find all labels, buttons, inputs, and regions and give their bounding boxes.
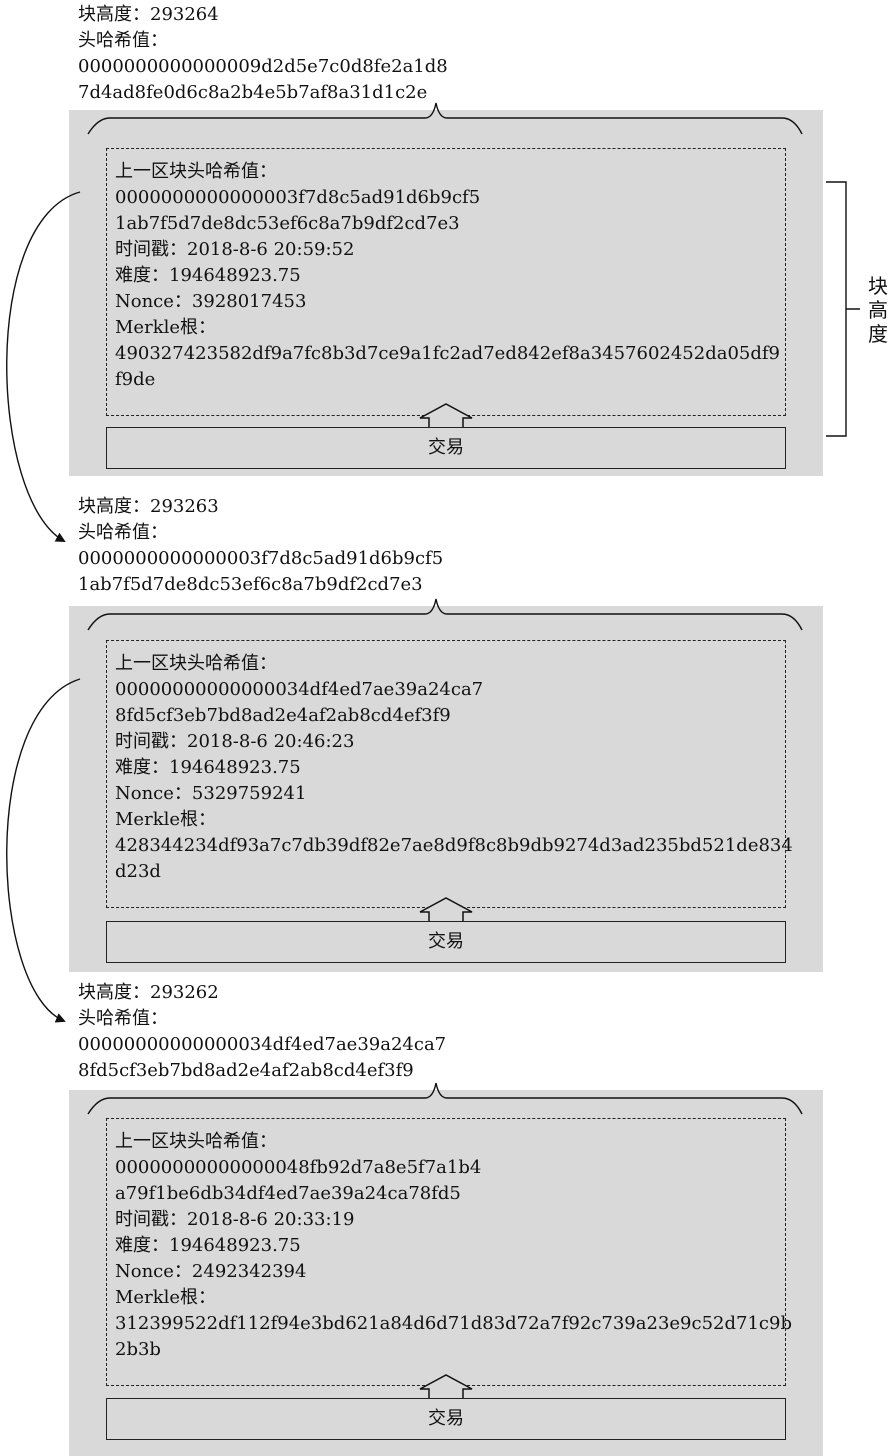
block-hash-line-2: 1ab7f5d7de8dc53ef6c8a7b9df2cd7e3 bbox=[78, 574, 423, 595]
block-3-info: 块高度：293262 头哈希值： 00000000000000034df4ed7… bbox=[78, 980, 678, 1084]
timestamp: 时间戳：2018-8-6 20:46:23 bbox=[115, 731, 355, 752]
merkle-line-1: 428344234df93a7c7db39df82e7ae8d9f8c8b9db… bbox=[115, 835, 793, 856]
transactions-label: 交易 bbox=[428, 1408, 464, 1429]
prev-hash-line-1: 0000000000000003f7d8c5ad91d6b9cf5 bbox=[115, 187, 481, 208]
timestamp: 时间戳：2018-8-6 20:33:19 bbox=[115, 1209, 355, 1230]
prev-hash-label: 上一区块头哈希值： bbox=[115, 161, 277, 182]
block-hash-label: 头哈希值： bbox=[78, 1008, 168, 1029]
block-2-header-box: 上一区块头哈希值： 00000000000000034df4ed7ae39a24… bbox=[106, 640, 793, 908]
merkle-line-1: 312399522df112f94e3bd621a84d6d71d83d72a7… bbox=[115, 1313, 792, 1334]
nonce: Nonce：3928017453 bbox=[115, 291, 307, 312]
block-height-side-label: 块 高 度 bbox=[868, 274, 888, 346]
prev-hash-label: 上一区块头哈希值： bbox=[115, 653, 277, 674]
prev-hash-line-1: 00000000000000048fb92d7a8e5f7a1b4 bbox=[115, 1157, 482, 1178]
merkle-label: Merkle根： bbox=[115, 1287, 217, 1308]
prev-hash-line-1: 00000000000000034df4ed7ae39a24ca7 bbox=[115, 679, 484, 700]
merkle-line-2: f9de bbox=[115, 369, 156, 390]
prev-hash-label: 上一区块头哈希值： bbox=[115, 1131, 277, 1152]
block-height-bracket bbox=[826, 181, 860, 437]
merkle-label: Merkle根： bbox=[115, 809, 217, 830]
difficulty: 难度：194648923.75 bbox=[115, 265, 301, 286]
nonce: Nonce：5329759241 bbox=[115, 783, 307, 804]
block-hash-line-1: 0000000000000003f7d8c5ad91d6b9cf5 bbox=[78, 548, 444, 569]
block-height: 块高度：293264 bbox=[78, 4, 219, 25]
merkle-label: Merkle根： bbox=[115, 317, 217, 338]
block-hash-line-1: 00000000000000034df4ed7ae39a24ca7 bbox=[78, 1034, 447, 1055]
block-height: 块高度：293262 bbox=[78, 982, 219, 1003]
block-2-transactions: 交易 bbox=[106, 921, 786, 963]
merkle-line-2: 2b3b bbox=[115, 1339, 161, 1360]
block-2-info: 块高度：293263 头哈希值： 0000000000000003f7d8c5a… bbox=[78, 494, 678, 598]
prev-hash-line-2: 1ab7f5d7de8dc53ef6c8a7b9df2cd7e3 bbox=[115, 213, 460, 234]
block-3-header-box: 上一区块头哈希值： 00000000000000048fb92d7a8e5f7a… bbox=[106, 1118, 792, 1386]
block-hash-line-2: 8fd5cf3eb7bd8ad2e4af2ab8cd4ef3f9 bbox=[78, 1060, 414, 1081]
timestamp: 时间戳：2018-8-6 20:59:52 bbox=[115, 239, 355, 260]
block-hash-label: 头哈希值： bbox=[78, 30, 168, 51]
difficulty: 难度：194648923.75 bbox=[115, 757, 301, 778]
transactions-label: 交易 bbox=[428, 931, 464, 952]
block-3-transactions: 交易 bbox=[106, 1398, 786, 1440]
block-height: 块高度：293263 bbox=[78, 496, 219, 517]
prev-hash-line-2: a79f1be6db34df4ed7ae39a24ca78fd5 bbox=[115, 1183, 461, 1204]
transactions-label: 交易 bbox=[428, 437, 464, 458]
merkle-line-1: 490327423582df9a7fc8b3d7ce9a1fc2ad7ed842… bbox=[115, 343, 781, 364]
block-hash-line-1: 0000000000000009d2d5e7c0d8fe2a1d8 bbox=[78, 56, 448, 77]
difficulty: 难度：194648923.75 bbox=[115, 1235, 301, 1256]
prev-hash-line-2: 8fd5cf3eb7bd8ad2e4af2ab8cd4ef3f9 bbox=[115, 705, 451, 726]
merkle-line-2: d23d bbox=[115, 861, 161, 882]
nonce: Nonce：2492342394 bbox=[115, 1261, 307, 1282]
block-hash-label: 头哈希值： bbox=[78, 522, 168, 543]
block-1-info: 块高度：293264 头哈希值： 0000000000000009d2d5e7c… bbox=[78, 2, 678, 106]
block-1-header-box: 上一区块头哈希值： 0000000000000003f7d8c5ad91d6b9… bbox=[106, 148, 786, 416]
block-hash-line-2: 7d4ad8fe0d6c8a2b4e5b7af8a31d1c2e bbox=[78, 82, 428, 103]
block-1-transactions: 交易 bbox=[106, 427, 786, 469]
